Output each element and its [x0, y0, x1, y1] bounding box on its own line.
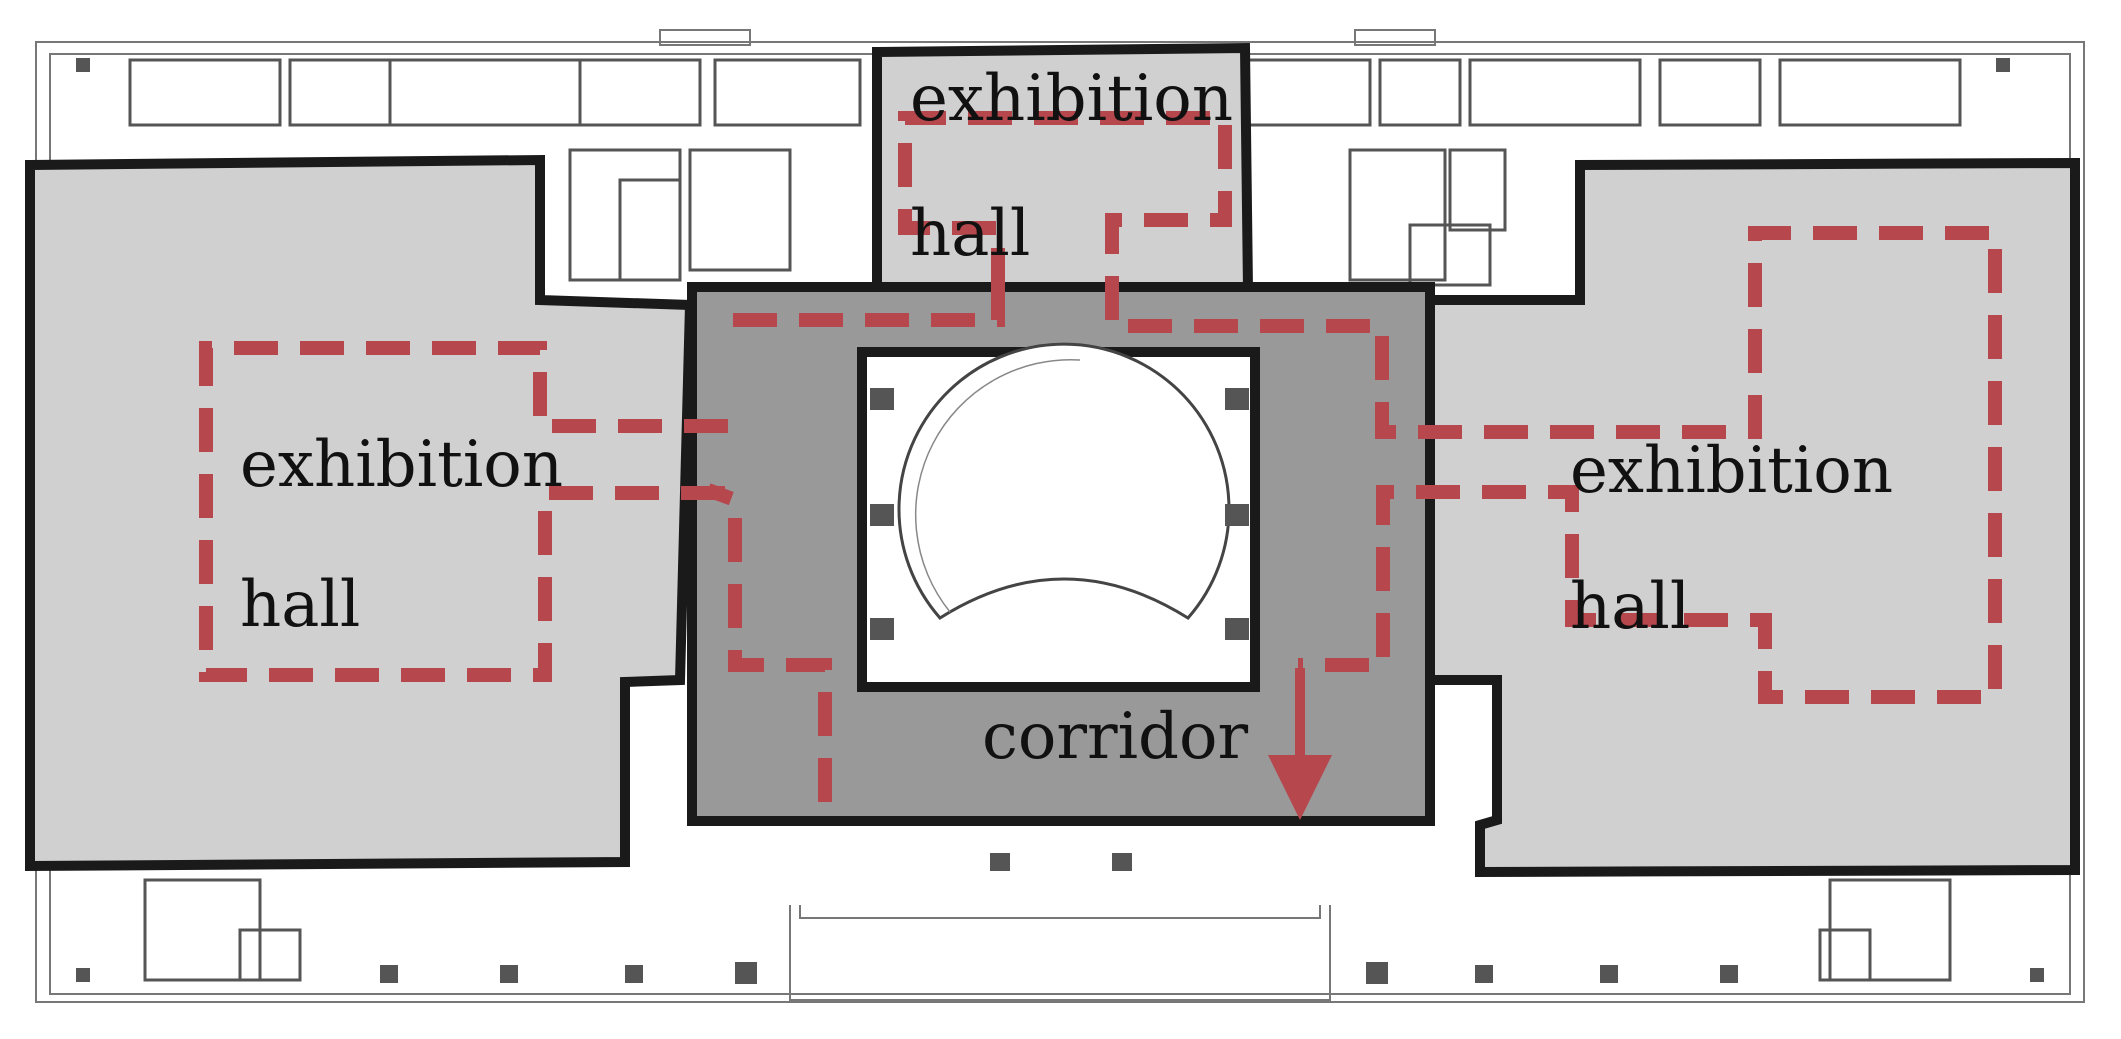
- arrow-down-icon: [1268, 668, 1332, 820]
- visitor-route: [199, 111, 2002, 802]
- left-hall-label-line2: hall: [240, 568, 360, 642]
- right-hall-label-line1: exhibition: [1570, 434, 1893, 508]
- top-hall-label-line2: hall: [910, 197, 1030, 271]
- corridor-label: corridor: [982, 700, 1249, 774]
- top-hall-label-line1: exhibition: [910, 62, 1233, 136]
- left-exhibition-hall: [25, 154, 696, 872]
- right-hall-label-line2: hall: [1570, 570, 1690, 644]
- left-hall-label-line1: exhibition: [240, 428, 563, 502]
- central-atrium: [857, 342, 1260, 692]
